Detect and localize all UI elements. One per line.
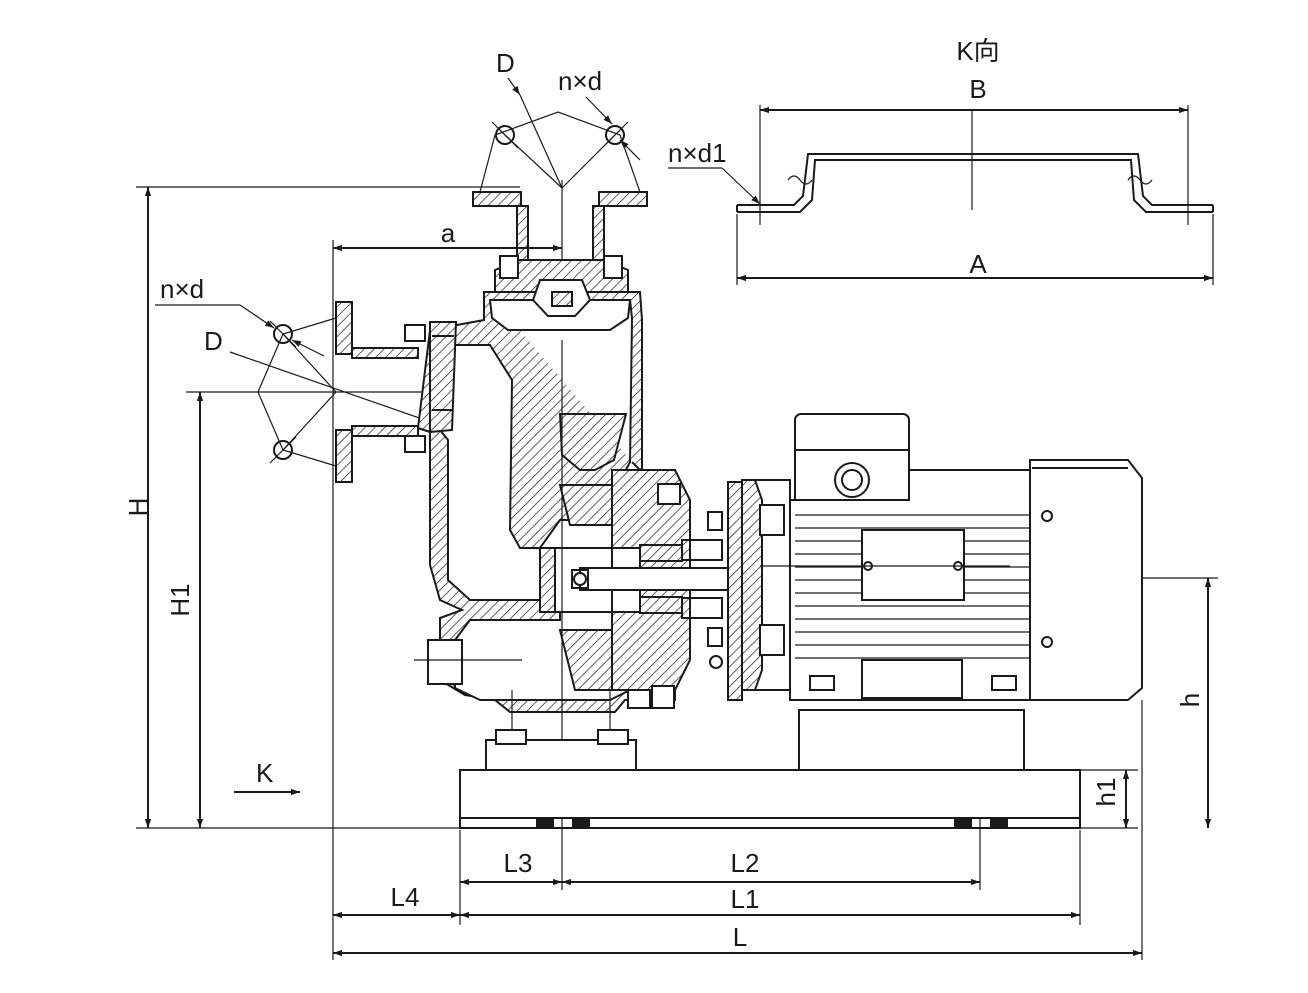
side-flange-bolt-hole-top (273, 324, 293, 344)
top-flange-bolt-hole-right (605, 125, 625, 145)
dim-L4-label: L4 (391, 882, 420, 912)
motor-pedestal (798, 709, 1025, 771)
top-flange-D-label: D (496, 48, 515, 78)
dimension-lines: H H1 h h1 a K L3 L2 L4 L1 L (123, 186, 1218, 960)
pump-body-section (404, 255, 761, 890)
dim-L2-label: L2 (731, 848, 760, 878)
dim-L1-label: L1 (731, 884, 760, 914)
side-suction-flange: n×d D (155, 274, 460, 483)
dim-H-label: H (123, 498, 153, 517)
top-flange-nd-label: n×d (558, 66, 602, 96)
dim-A-label: A (969, 249, 987, 279)
dim-L-label: L (733, 922, 747, 952)
dim-H1-label: H1 (165, 583, 195, 616)
k-view-base-frame: K向 B n×d1 A (668, 36, 1214, 285)
side-flange-nd-label: n×d (160, 274, 204, 304)
motor-nameplate (861, 529, 965, 601)
view-arrow-K-label: K (256, 758, 274, 788)
motor-adapter (709, 479, 791, 701)
bolt-holes-base-label: n×d1 (668, 138, 727, 168)
base-plate (459, 729, 1081, 829)
motor-fan-cover (1029, 459, 1143, 701)
side-flange-D-label: D (204, 326, 223, 356)
base-frame-rail (459, 769, 1081, 819)
dim-h1-label: h1 (1091, 778, 1121, 807)
dim-h-label: h (1175, 693, 1205, 707)
electric-motor (760, 413, 1143, 890)
side-flange-bolt-hole-bottom (273, 440, 293, 460)
base-channel-profile (736, 153, 1214, 213)
top-flange-bolt-hole-left (495, 125, 515, 145)
dim-B-label: B (969, 74, 986, 104)
dim-a-label: a (441, 218, 456, 248)
dim-L3-label: L3 (504, 848, 533, 878)
k-view-title: K向 (956, 36, 999, 66)
